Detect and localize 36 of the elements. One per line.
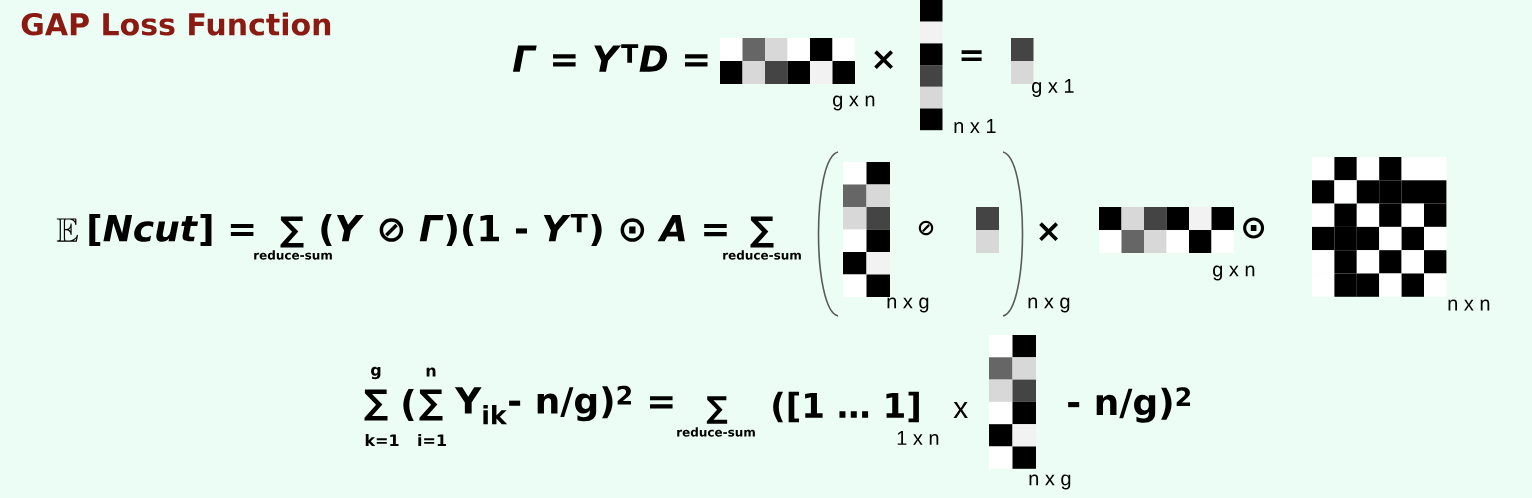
formula-text: (Y ⊘ Γ)(1 - Y$^{T}$) ⊙ A =	[321, 213, 727, 247]
dimension-label: n x n	[1448, 299, 1490, 311]
operator-sign: x	[953, 402, 968, 418]
sum-limit: reduce-sum	[677, 427, 755, 437]
operator-sign: ×	[874, 50, 893, 70]
dimension-label: 1 x n	[897, 431, 939, 445]
operator-sign: ⊘	[918, 220, 934, 236]
dimension-label: g x 1	[1032, 79, 1074, 97]
sum-symbol: ∑	[364, 389, 388, 421]
formula-text: Y$_{ik}$- n/g)$^{2}$ =	[454, 385, 673, 425]
operator-sign: =	[961, 50, 982, 62]
dimension-label: g x n	[1213, 265, 1255, 281]
sum-limit: reduce-sum	[254, 250, 332, 260]
title: GAP Loss Function	[21, 12, 331, 36]
sum-limit: reduce-sum	[723, 250, 801, 260]
dimension-label: n x g	[1029, 474, 1071, 490]
operator-sign: ×	[1039, 222, 1058, 242]
formula-text: [Ncut] =	[89, 213, 254, 247]
formula-text: $\mathbb{E}$	[56, 218, 78, 242]
formula-text: (	[403, 388, 414, 422]
formula-text: Γ = Y$^{T}$D =	[512, 44, 708, 72]
dimension-label: n x g	[1028, 297, 1070, 313]
dimension-label: n x 1	[954, 119, 996, 133]
sum-limit: g	[371, 366, 381, 380]
sum-limit: k=1	[365, 433, 399, 447]
sum-symbol: ∑	[419, 389, 443, 421]
operator-sign: ⊙	[1243, 217, 1265, 239]
formula-text: ([1 … 1]	[773, 391, 919, 423]
sum-symbol: ∑	[750, 216, 774, 248]
sum-limit: n	[426, 367, 436, 377]
sum-symbol: ∑	[706, 396, 728, 424]
sum-symbol: ∑	[280, 216, 304, 248]
sum-limit: i=1	[418, 433, 446, 447]
dimension-label: n x g	[887, 297, 929, 313]
formula-text: - n/g)$^{2}$	[1068, 387, 1190, 423]
dimension-label: g x n	[833, 95, 875, 111]
